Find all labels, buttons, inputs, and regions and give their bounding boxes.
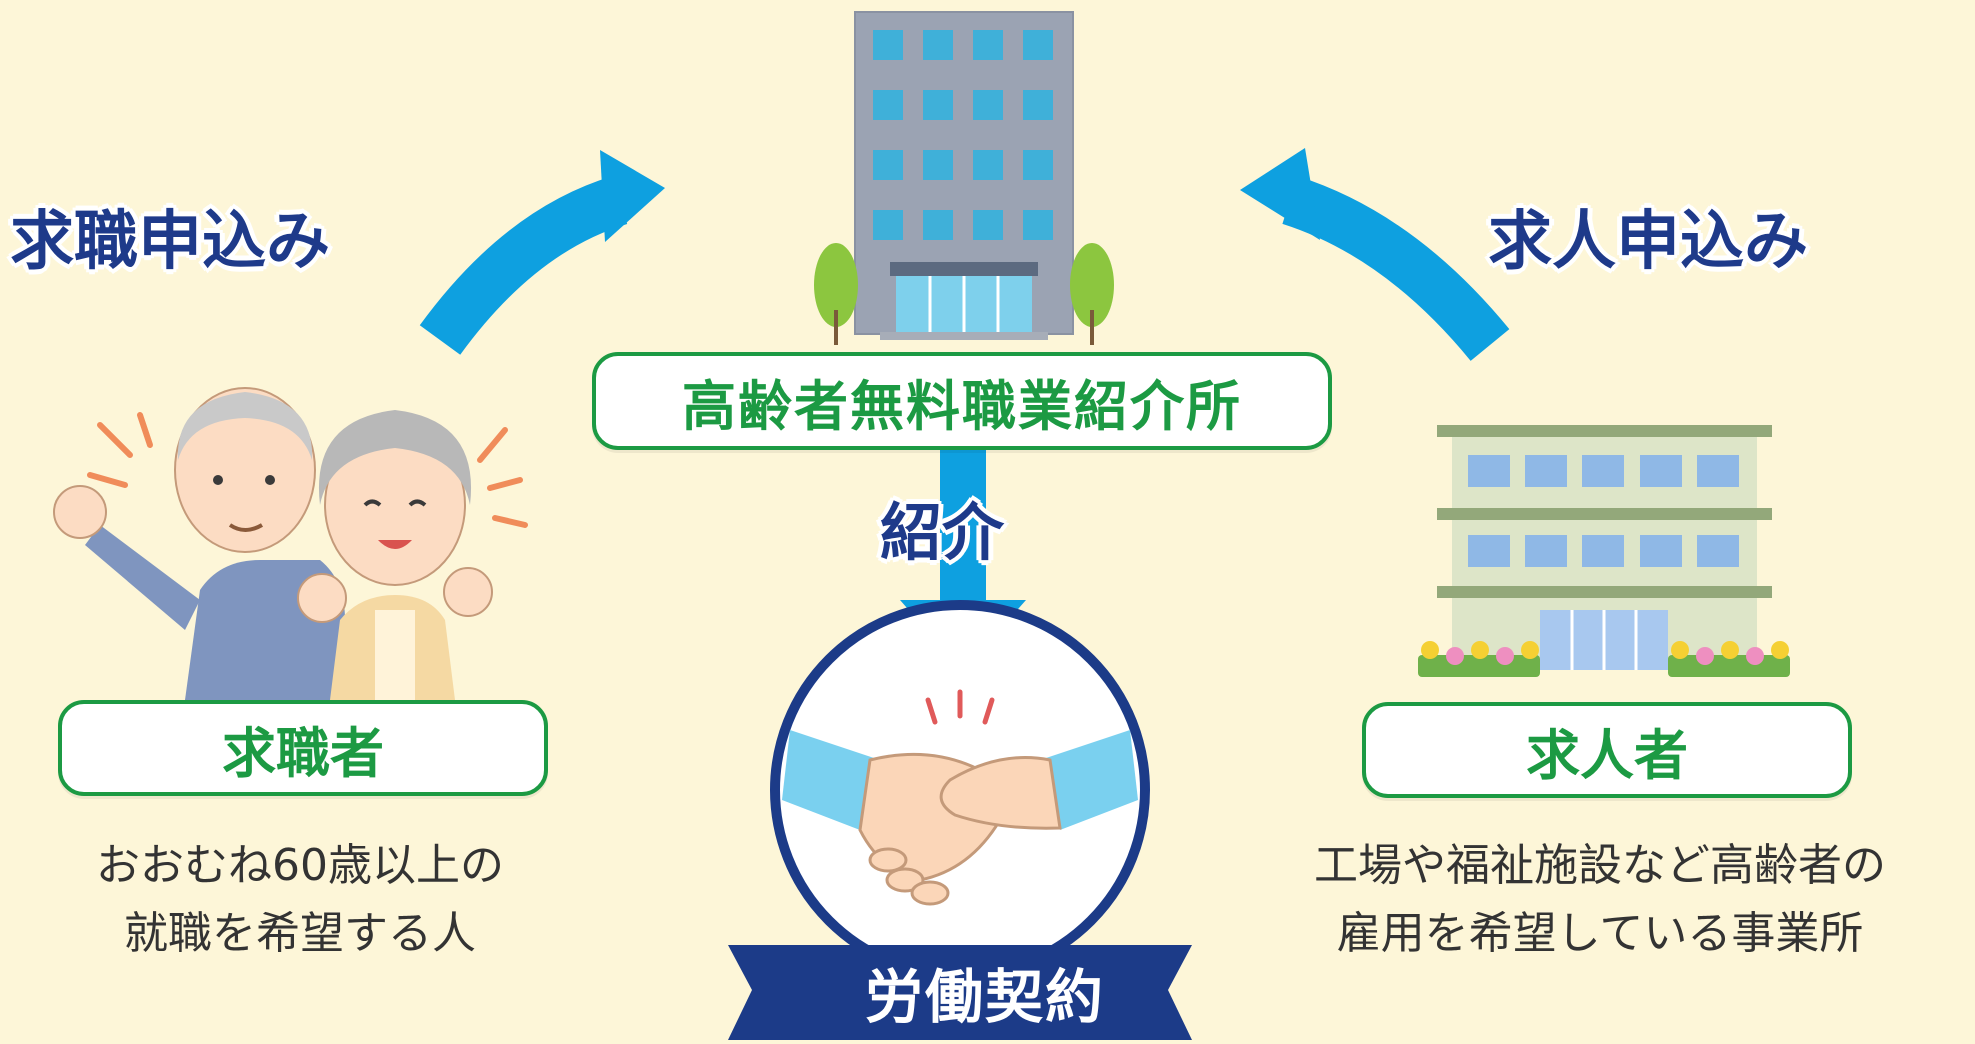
seeker-label-text: 求職者 bbox=[222, 721, 384, 785]
employer-description-line-1: 工場や福祉施設など高齢者の bbox=[1314, 840, 1886, 891]
contract-ribbon bbox=[728, 945, 1192, 1040]
employer-building-icon bbox=[1418, 425, 1790, 677]
office-building-icon bbox=[814, 11, 1114, 345]
employer-label: 求人者 bbox=[1362, 702, 1852, 798]
office-label: 高齢者無料職業紹介所 bbox=[592, 352, 1332, 450]
handshake-icon bbox=[770, 600, 1150, 980]
seeker-label: 求職者 bbox=[58, 700, 548, 796]
seniors-illustration bbox=[53, 387, 528, 700]
seeker-apply-arrow bbox=[419, 150, 665, 355]
seeker-description-line-1: おおむね60歳以上の bbox=[96, 840, 504, 891]
employer-apply-arrow bbox=[1240, 148, 1510, 361]
introduction-label: 紹介 bbox=[880, 496, 1005, 569]
employer-apply-label: 求人申込み bbox=[1488, 205, 1808, 279]
seeker-apply-label: 求職申込み bbox=[10, 205, 330, 279]
employer-description: 工場や福祉施設など高齢者の 雇用を希望している事業所 bbox=[1250, 832, 1950, 968]
office-label-text: 高齢者無料職業紹介所 bbox=[682, 374, 1242, 438]
seeker-description: おおむね60歳以上の 就職を希望する人 bbox=[20, 832, 580, 968]
employer-label-text: 求人者 bbox=[1526, 723, 1688, 787]
contract-label: 労働契約 bbox=[864, 963, 1105, 1031]
employer-description-line-2: 雇用を希望している事業所 bbox=[1336, 908, 1864, 959]
seeker-description-line-2: 就職を希望する人 bbox=[124, 908, 476, 959]
